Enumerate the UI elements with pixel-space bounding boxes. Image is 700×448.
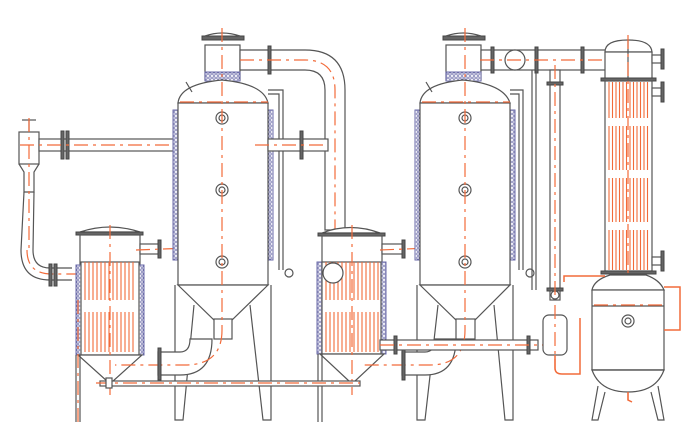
transfer-line [96, 377, 361, 389]
evaporator-2 [360, 28, 535, 421]
cyclone-separator [18, 118, 100, 287]
vapor-pipe-1 [20, 130, 180, 160]
tube-bundle-3 [608, 82, 649, 270]
feed-line [379, 335, 545, 355]
evaporator-1 [115, 28, 294, 421]
preheater-2 [316, 225, 431, 422]
tube-bundle-1 [84, 262, 134, 352]
receiver-tank [563, 274, 681, 421]
preheater-1 [75, 225, 191, 425]
vapor-pipe-3 [480, 46, 612, 301]
small-separator [542, 305, 581, 375]
condenser [600, 35, 665, 400]
vapor-pipe-2 [239, 45, 346, 231]
